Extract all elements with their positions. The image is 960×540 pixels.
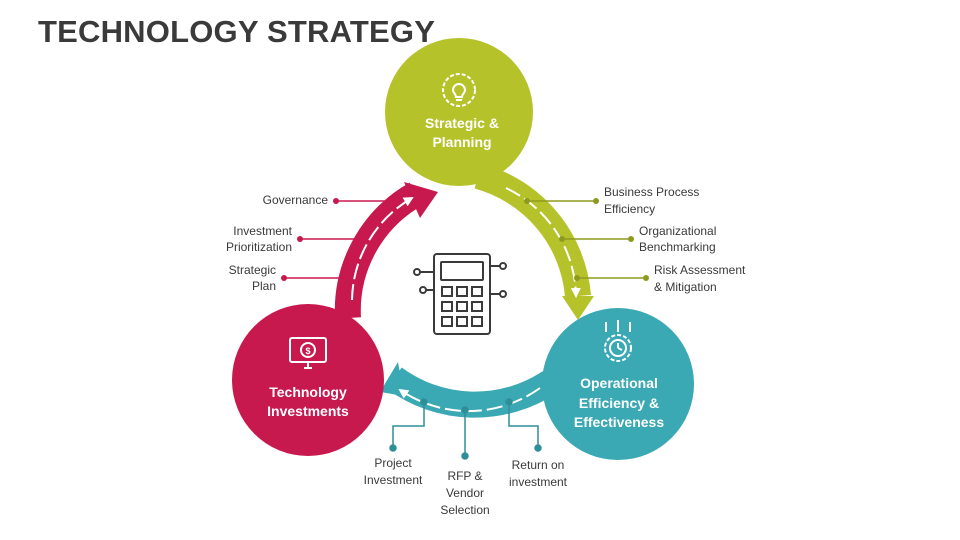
- callout-project-investment: [389, 398, 428, 452]
- monitor-dollar-icon: [289, 337, 327, 369]
- svg-text:Business Process: Business Process: [604, 185, 699, 199]
- svg-text:Planning: Planning: [432, 134, 491, 150]
- callout-rfp-vendor-selection: [461, 406, 469, 460]
- svg-text:Benchmarking: Benchmarking: [639, 240, 716, 254]
- callout-return-on-investment: [505, 398, 542, 452]
- circuit-chip-icon: [413, 253, 507, 335]
- dollar-glyph: $: [305, 346, 310, 356]
- svg-text:Investments: Investments: [267, 403, 349, 419]
- svg-text:Operational: Operational: [580, 375, 658, 391]
- callout-business-process-efficiency: Business Process Efficiency: [524, 185, 699, 216]
- svg-text:Strategic: Strategic: [229, 263, 276, 277]
- crimson-arc-segment: [334, 182, 438, 319]
- svg-text:Governance: Governance: [263, 193, 329, 207]
- clock-gear-arrows-icon: [604, 320, 632, 362]
- svg-text:Effectiveness: Effectiveness: [574, 414, 664, 430]
- label-investment-lower: investment: [509, 475, 568, 489]
- svg-text:Organizational: Organizational: [639, 224, 716, 238]
- callout-strategic-plan: Strategic Plan: [229, 263, 344, 293]
- svg-text:& Mitigation: & Mitigation: [654, 280, 717, 294]
- callout-organizational-benchmarking: Organizational Benchmarking: [559, 224, 716, 254]
- svg-text:Plan: Plan: [252, 279, 276, 293]
- lightbulb-gear-icon: [442, 73, 476, 107]
- svg-text:Risk Assessment: Risk Assessment: [654, 263, 746, 277]
- label-return-on: Return on: [512, 458, 565, 472]
- teal-arc-segment: [380, 362, 558, 418]
- green-arc-segment: [474, 163, 594, 320]
- label-project: Project: [374, 456, 412, 470]
- callout-investment-prioritization: Investment Prioritization: [226, 224, 355, 254]
- operational-efficiency-label: Operational Efficiency & Effectiveness: [574, 375, 664, 430]
- callout-risk-assessment-mitigation: Risk Assessment & Mitigation: [574, 263, 746, 294]
- svg-text:Strategic &: Strategic &: [425, 115, 499, 131]
- label-selection: Selection: [440, 503, 489, 517]
- svg-text:Prioritization: Prioritization: [226, 240, 292, 254]
- label-investment: Investment: [364, 473, 423, 487]
- svg-text:Technology: Technology: [269, 384, 347, 400]
- strategic-planning-circle: [385, 38, 533, 186]
- label-vendor: Vendor: [446, 486, 484, 500]
- label-rfp: RFP &: [447, 469, 482, 483]
- operational-efficiency-circle: [542, 308, 694, 460]
- strategic-planning-label: Strategic & Planning: [425, 115, 499, 150]
- page-title: TECHNOLOGY STRATEGY: [38, 14, 436, 49]
- svg-text:Investment: Investment: [233, 224, 292, 238]
- svg-text:Efficiency: Efficiency: [604, 202, 655, 216]
- technology-investments-circle: [232, 304, 384, 456]
- technology-investments-label: Technology Investments: [267, 384, 349, 419]
- svg-text:Efficiency &: Efficiency &: [579, 395, 659, 411]
- callout-governance: Governance: [263, 193, 388, 207]
